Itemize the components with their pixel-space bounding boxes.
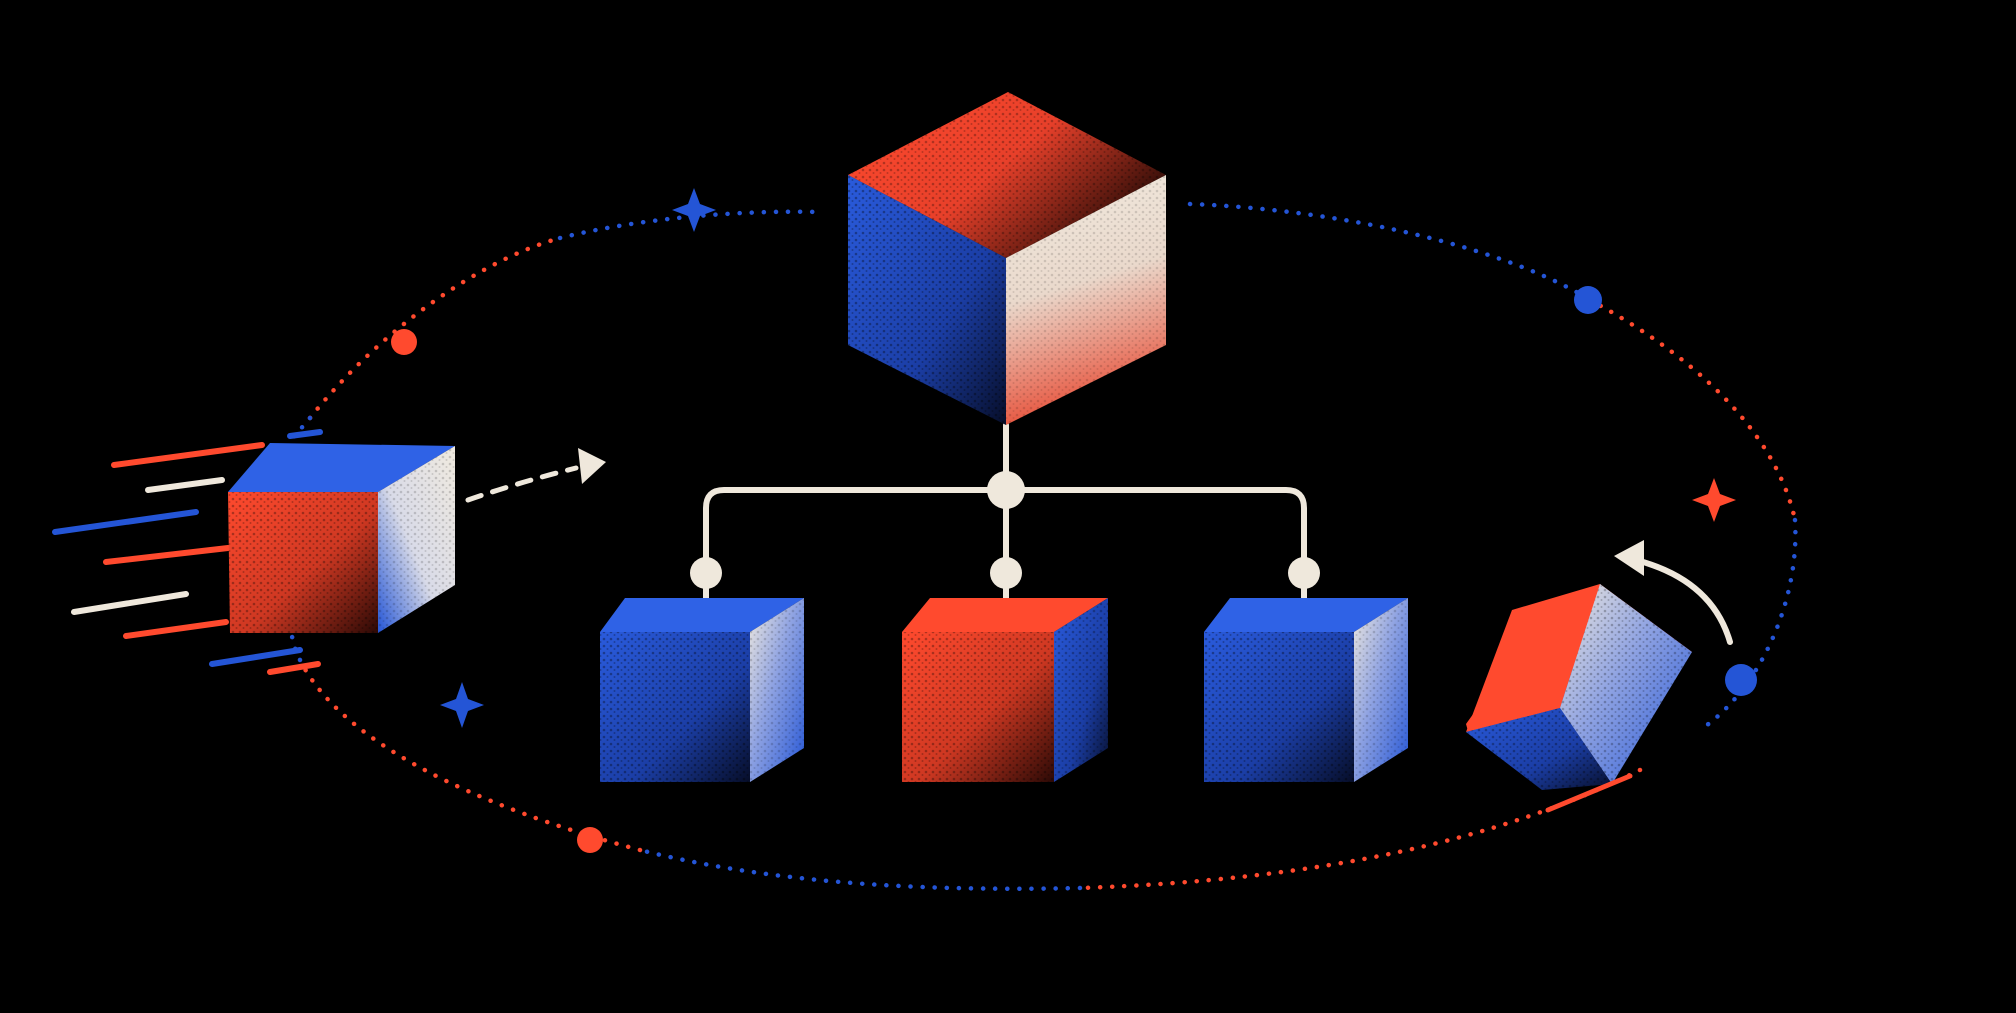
orbit-node [1574,286,1602,314]
four-point-star-icon [672,188,716,232]
orbit-node [577,827,603,853]
child-cube-left [600,598,804,782]
child-cube-middle [902,598,1108,782]
arrow-head-icon [578,448,606,484]
child-cube-right [1204,598,1408,782]
trajectory-dashes [465,465,579,503]
four-point-star-icon [1692,478,1736,522]
connector-joints [690,471,1320,589]
four-point-star-icon [440,682,484,728]
arrow-head-icon [1614,540,1644,576]
motion-lines [52,429,323,675]
outgoing-cube [1466,540,1733,813]
parent-cube [848,92,1166,425]
rotation-arrow [1633,557,1733,645]
incoming-cube [52,429,606,675]
orbit-node [391,329,417,355]
orbit-node [1725,664,1757,696]
